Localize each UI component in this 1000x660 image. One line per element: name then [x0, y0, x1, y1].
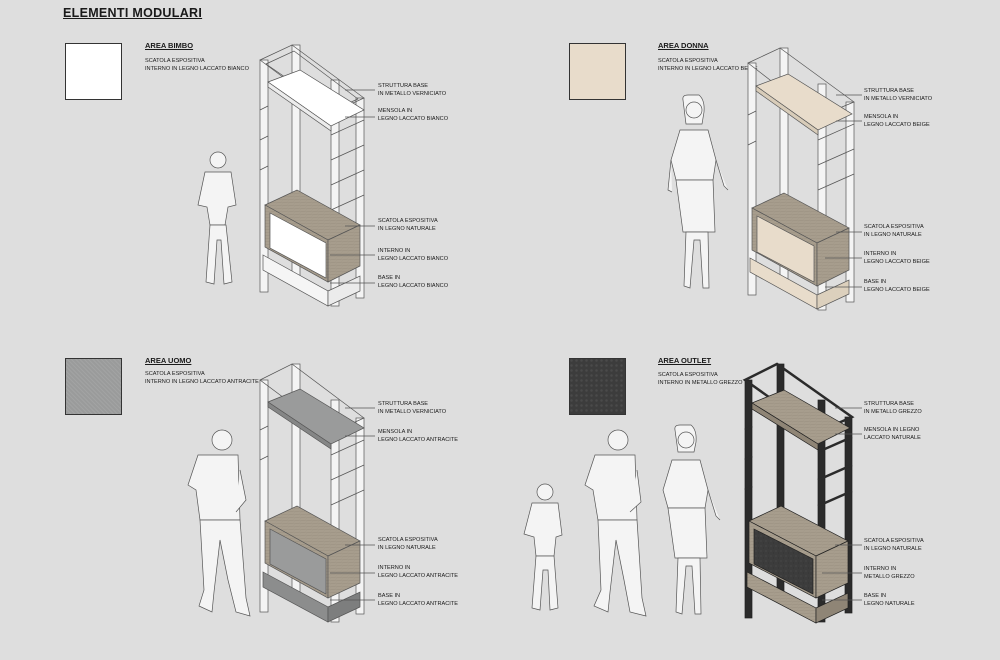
callout-uomo-base: BASE IN LEGNO LACCATO ANTRACITE: [378, 593, 458, 607]
callout-outlet-interior: INTERNO IN METALLO GREZZO: [864, 566, 915, 580]
callout-outlet-box: SCATOLA ESPOSITIVA IN LEGNO NATURALE: [864, 538, 924, 552]
callout-donna-shelf: MENSOLA IN LEGNO LACCATO BEIGE: [864, 114, 930, 128]
area-description-uomo: SCATOLA ESPOSITIVA INTERNO IN LEGNO LACC…: [145, 371, 259, 385]
display-unit-donna: [747, 47, 862, 311]
display-unit-outlet: [742, 362, 862, 624]
child-figure-bimbo: [197, 151, 237, 285]
area-title-outlet: AREA OUTLET: [658, 356, 712, 365]
woman-figure-outlet: [662, 424, 721, 615]
callout-donna-box: SCATOLA ESPOSITIVA IN LEGNO NATURALE: [864, 224, 924, 238]
display-unit-bimbo: [259, 44, 375, 307]
callout-donna-base: BASE IN LEGNO LACCATO BEIGE: [864, 279, 930, 293]
man-figure-uomo: [187, 429, 251, 617]
area-title-donna: AREA DONNA: [658, 41, 709, 50]
area-description-outlet: SCATOLA ESPOSITIVA INTERNO IN METALLO GR…: [658, 372, 743, 386]
callout-bimbo-interior: INTERNO IN LEGNO LACCATO BIANCO: [378, 248, 449, 262]
material-swatch-outlet: [569, 358, 626, 415]
callout-uomo-structure: STRUTTURA BASE IN METALLO VERNICIATO: [378, 401, 447, 415]
callout-outlet-shelf: MENSOLA IN LEGNO LACCATO NATURALE: [864, 427, 921, 441]
callout-uomo-interior: INTERNO IN LEGNO LACCATO ANTRACITE: [378, 565, 458, 579]
child-figure-outlet: [523, 483, 563, 611]
area-title-uomo: AREA UOMO: [145, 356, 192, 365]
callout-donna-interior: INTERNO IN LEGNO LACCATO BEIGE: [864, 251, 930, 265]
material-swatch-uomo: [65, 358, 122, 415]
callout-uomo-box: SCATOLA ESPOSITIVA IN LEGNO NATURALE: [378, 537, 438, 551]
callout-bimbo-shelf: MENSOLA IN LEGNO LACCATO BIANCO: [378, 108, 449, 122]
callout-bimbo-box: SCATOLA ESPOSITIVA IN LEGNO NATURALE: [378, 218, 438, 232]
callout-bimbo-base: BASE IN LEGNO LACCATO BIANCO: [378, 275, 449, 289]
callout-outlet-structure: STRUTTURA BASE IN METALLO GREZZO: [864, 401, 922, 415]
display-unit-uomo: [259, 363, 375, 623]
page-title: ELEMENTI MODULARI: [63, 6, 203, 20]
woman-figure-donna: [667, 94, 729, 289]
man-figure-outlet: [584, 429, 647, 617]
callout-bimbo-structure: STRUTTURA BASE IN METALLO VERNICIATO: [378, 83, 447, 97]
area-title-bimbo: AREA BIMBO: [145, 41, 194, 50]
callout-donna-structure: STRUTTURA BASE IN METALLO VERNICIATO: [864, 88, 933, 102]
area-description-bimbo: SCATOLA ESPOSITIVA INTERNO IN LEGNO LACC…: [145, 58, 249, 72]
callout-uomo-shelf: MENSOLA IN LEGNO LACCATO ANTRACITE: [378, 429, 458, 443]
material-swatch-donna: [569, 43, 626, 100]
callout-outlet-base: BASE IN LEGNO NATURALE: [864, 593, 915, 607]
material-swatch-bimbo: [65, 43, 122, 100]
